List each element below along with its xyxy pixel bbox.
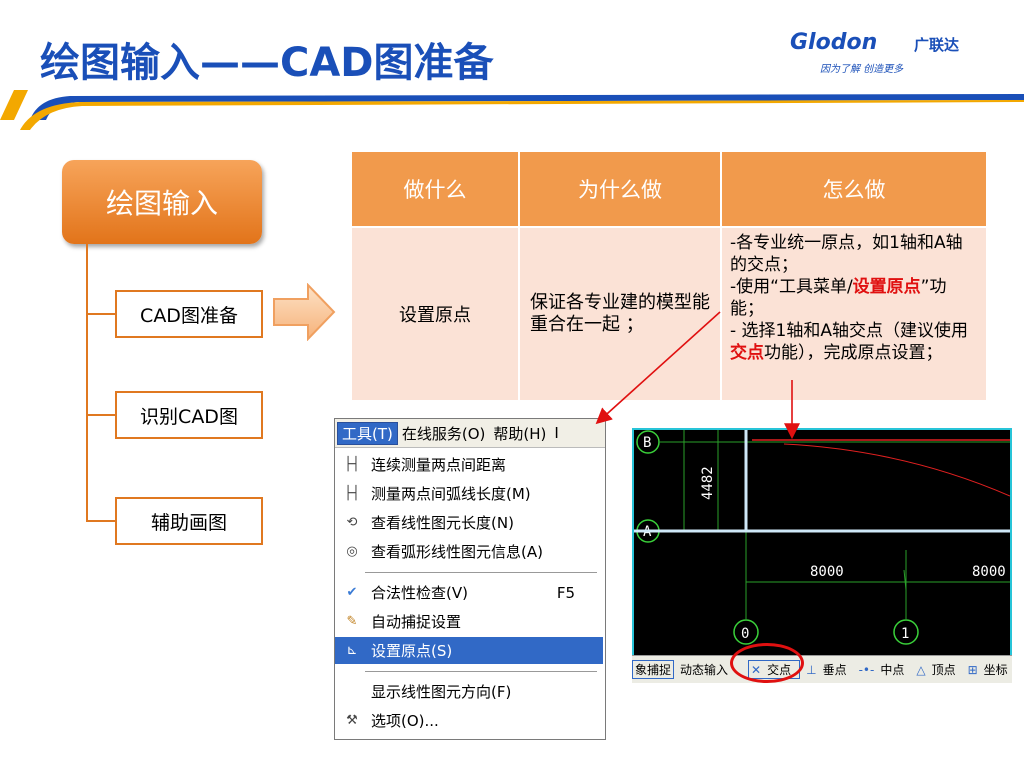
cell-what: 设置原点 <box>350 226 520 402</box>
menu-item-measure-arc[interactable]: ├┤测量两点间弧线长度(M) <box>335 480 603 507</box>
check-icon: ✔ <box>346 585 358 600</box>
menu-item-arc-info[interactable]: ◎查看弧形线性图元信息(A) <box>335 538 603 565</box>
header-band <box>0 90 1024 130</box>
right-arrow-icon <box>273 283 336 341</box>
ruler-icon: ├┤ <box>344 457 360 472</box>
main-node-drawing-input: 绘图输入 <box>62 160 262 244</box>
table-header: 怎么做 <box>720 150 988 228</box>
origin-icon: ⊾ <box>346 643 358 658</box>
how-line-3: - 选择1轴和A轴交点（建议使用交点功能），完成原点设置； <box>730 321 968 363</box>
snap-dynamic-input[interactable]: 动态输入 <box>680 663 729 677</box>
node-aux-drawing: 辅助画图 <box>115 497 263 545</box>
snap-toolbar: 象捕捉 动态输入 ✕交点 ⊥垂点 -•-中点 △顶点 ⊞坐标 <box>632 655 1012 683</box>
menu-separator <box>365 671 597 672</box>
table-header: 为什么做 <box>518 150 722 228</box>
node-cad-prep: CAD图准备 <box>115 290 263 338</box>
menu-bar: 工具(T) 在线服务(O) 帮助(H) I <box>335 419 605 448</box>
dim-span-2: 8000 <box>972 564 1006 580</box>
arc-info-icon: ◎ <box>346 544 358 559</box>
dim-span-1: 8000 <box>810 564 844 580</box>
tree-branch-3 <box>86 520 116 522</box>
menu-item-snap-settings[interactable]: ✎自动捕捉设置 <box>335 608 603 635</box>
tree-branch-1 <box>86 313 116 315</box>
glodon-logo: Glodon 广联达 因为了解 创造更多 <box>790 30 990 76</box>
snap-object[interactable]: 象捕捉 <box>632 660 675 679</box>
axis-label-1: 1 <box>901 626 909 642</box>
snap-vertex[interactable]: △顶点 <box>916 663 956 677</box>
axis-label-0: 0 <box>741 626 749 642</box>
node-identify-cad: 识别CAD图 <box>115 391 263 439</box>
logo-brand: Glodon <box>790 30 878 55</box>
menu-item-set-origin[interactable]: ⊾设置原点(S) <box>335 637 603 664</box>
tools-menu-screenshot: 工具(T) 在线服务(O) 帮助(H) I ├┤连续测量两点间距离 ├┤测量两点… <box>334 418 606 740</box>
info-table: 做什么 为什么做 怎么做 设置原点 保证各专业建的模型能重合在一起 ； -各专业… <box>350 150 988 402</box>
coordinate-icon: ⊞ <box>967 663 978 677</box>
menu-tools[interactable]: 工具(T) <box>337 421 398 445</box>
menu-item-options[interactable]: ⚒选项(O)... <box>335 707 603 734</box>
how-line-1: -各专业统一原点，如1轴和A轴的交点； <box>730 233 963 275</box>
menu-help[interactable]: 帮助(H) <box>493 424 547 443</box>
table-header: 做什么 <box>350 150 520 228</box>
snap-coordinate[interactable]: ⊞坐标 <box>967 663 1008 677</box>
logo-slogan: 因为了解 创造更多 <box>820 64 904 75</box>
page-title: 绘图输入——CAD图准备 <box>40 40 494 86</box>
menu-item-line-length[interactable]: ⟲查看线性图元长度(N) <box>335 509 603 536</box>
cad-canvas[interactable]: B A 0 1 4482 8000 8000 <box>634 430 1010 656</box>
tree-branch-2 <box>86 414 116 416</box>
how-line-2: -使用“工具菜单/设置原点”功能； <box>730 277 947 319</box>
line-length-icon: ⟲ <box>346 515 358 530</box>
vertex-icon: △ <box>916 663 926 677</box>
menu-item-show-direction[interactable]: 显示线性图元方向(F) <box>335 678 603 705</box>
direction-icon <box>341 683 363 701</box>
menu-online-service[interactable]: 在线服务(O) <box>401 424 486 443</box>
highlight-ellipse <box>730 643 804 683</box>
dim-vertical: 4482 <box>700 466 716 500</box>
menu-item-measure-distance[interactable]: ├┤连续测量两点间距离 <box>335 451 603 478</box>
logo-brand-cn: 广联达 <box>914 36 960 54</box>
menu-separator <box>365 572 597 573</box>
tree-trunk <box>86 244 88 522</box>
ruler-arc-icon: ├┤ <box>344 486 360 501</box>
cad-view-screenshot: B A 0 1 4482 8000 8000 <box>632 428 1012 683</box>
snap-midpoint[interactable]: -•-中点 <box>858 663 905 677</box>
options-icon: ⚒ <box>346 713 358 728</box>
snap-settings-icon: ✎ <box>346 614 358 629</box>
axis-label-b: B <box>643 435 651 451</box>
menu-more[interactable]: I <box>554 424 559 442</box>
midpoint-icon: -•- <box>858 663 875 677</box>
cell-how: -各专业统一原点，如1轴和A轴的交点； -使用“工具菜单/设置原点”功能； - … <box>720 226 988 402</box>
cell-why: 保证各专业建的模型能重合在一起 ； <box>518 226 722 402</box>
snap-perpendicular[interactable]: ⊥垂点 <box>806 663 847 677</box>
perpendicular-icon: ⊥ <box>806 663 817 677</box>
menu-item-validity-check[interactable]: ✔合法性检查(V)F5 <box>335 579 603 606</box>
